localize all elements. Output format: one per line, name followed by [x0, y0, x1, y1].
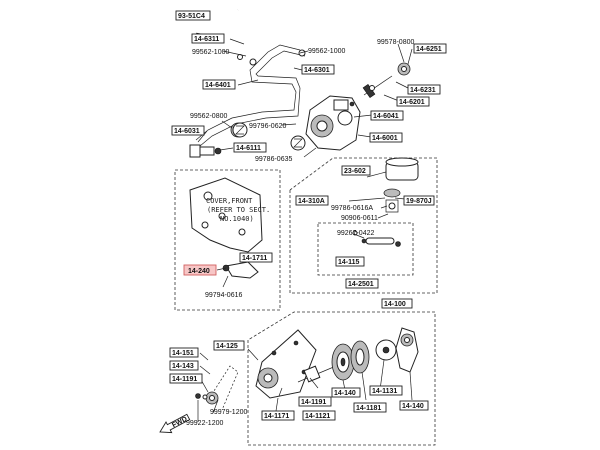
svg-text:14-6041: 14-6041	[373, 113, 399, 120]
svg-text:14-1191: 14-1191	[172, 376, 197, 383]
callout-99562-0800[interactable]: 99562-0800	[190, 113, 227, 120]
pump-housing	[305, 95, 361, 151]
callout-99562-1000-right[interactable]: 99562-1000	[308, 48, 345, 55]
svg-text:14-100: 14-100	[384, 301, 406, 308]
label-14-6311[interactable]: 14-6311	[191, 33, 225, 44]
svg-text:14-240: 14-240	[188, 268, 210, 275]
svg-text:14-6401: 14-6401	[205, 82, 231, 89]
svg-text:23-602: 23-602	[344, 168, 366, 175]
svg-text:14-1711: 14-1711	[242, 255, 267, 262]
label-14-310A[interactable]: 14-310A	[295, 195, 329, 206]
cover-note-line-3: NO.1040)	[220, 215, 254, 223]
svg-text:14-1171: 14-1171	[264, 413, 289, 420]
callout-99786-0616A[interactable]: 99786-0616A	[331, 205, 373, 212]
oil-filter-cap	[385, 157, 419, 181]
label-14-1131[interactable]: 14-1131	[369, 385, 403, 396]
pulley-hub-a	[331, 343, 355, 381]
z-clip-c	[232, 122, 248, 138]
svg-text:14-6301: 14-6301	[304, 67, 330, 74]
svg-text:14-125: 14-125	[216, 343, 238, 350]
timing-belt-pulley	[195, 365, 239, 411]
label-14-1171[interactable]: 14-1171	[261, 410, 295, 421]
oil-pump-group-outline	[289, 157, 438, 294]
svg-text:14-140: 14-140	[402, 403, 424, 410]
label-19-870J[interactable]: 19-870J	[403, 195, 435, 206]
label-14-1121[interactable]: 14-1121	[302, 410, 336, 421]
svg-text:14-6251: 14-6251	[416, 46, 442, 53]
callout-90906-0611[interactable]: 90906-0611	[341, 215, 378, 222]
callout-99979-1200[interactable]: 99979-1200	[210, 409, 247, 416]
cover-note-line-2: (REFER TO SECT.	[207, 206, 270, 214]
pulley-small	[397, 62, 411, 76]
strainer-group-outline	[317, 222, 414, 276]
svg-text:14-6311: 14-6311	[194, 36, 219, 43]
label-14-151[interactable]: 14-151	[169, 347, 199, 358]
svg-text:14-1131: 14-1131	[372, 388, 397, 395]
label-14-6031[interactable]: 14-6031	[171, 125, 205, 136]
label-14-100[interactable]: 14-100	[381, 298, 413, 309]
callout-99578-0800[interactable]: 99578-0800	[377, 39, 414, 46]
shaft-pin	[362, 75, 393, 99]
fan-clutch	[375, 339, 397, 361]
z-clip-b	[290, 135, 306, 151]
cover-note-line-1: COVER,FRONT	[206, 197, 253, 205]
label-14-6001[interactable]: 14-6001	[369, 132, 403, 143]
label-14-125[interactable]: 14-125	[213, 340, 245, 351]
label-14-140-right[interactable]: 14-140	[399, 400, 429, 411]
label-section-ref[interactable]: 93-51C4	[175, 10, 211, 21]
strainer	[352, 230, 401, 247]
svg-text:14-151: 14-151	[172, 350, 194, 357]
svg-text:14-1181: 14-1181	[356, 405, 381, 412]
cover-group-outline	[174, 169, 281, 311]
label-14-6251[interactable]: 14-6251	[413, 43, 447, 54]
label-14-6041[interactable]: 14-6041	[370, 110, 404, 121]
svg-text:14-6111: 14-6111	[236, 145, 261, 152]
svg-text:19-870J: 19-870J	[406, 198, 432, 205]
callout-99562-1000-left[interactable]: 99562-1000	[192, 49, 229, 56]
label-14-240[interactable]: 14-240	[183, 264, 217, 276]
label-14-2501[interactable]: 14-2501	[345, 278, 379, 289]
callout-99267-0422[interactable]: 99267-0422	[337, 230, 374, 237]
label-14-1181[interactable]: 14-1181	[353, 402, 387, 413]
water-pump-group-outline	[247, 311, 436, 446]
svg-text:14-1121: 14-1121	[305, 413, 330, 420]
label-14-6111[interactable]: 14-6111	[233, 142, 267, 153]
water-pump-body	[255, 329, 317, 399]
svg-text:14-115: 14-115	[338, 259, 360, 266]
label-14-140-left[interactable]: 14-140	[331, 387, 361, 398]
svg-text:14-6231: 14-6231	[410, 87, 436, 94]
svg-text:14-310A: 14-310A	[298, 198, 325, 205]
svg-text:14-2501: 14-2501	[348, 281, 374, 288]
front-cover: COVER,FRONT (REFER TO SECT. NO.1040)	[189, 177, 270, 253]
label-14-143[interactable]: 14-143	[169, 360, 199, 371]
label-23-602[interactable]: 23-602	[341, 165, 371, 176]
label-14-115[interactable]: 14-115	[335, 256, 365, 267]
label-14-6231[interactable]: 14-6231	[407, 84, 441, 95]
oil-pump-rotor	[383, 188, 401, 213]
svg-text:14-143: 14-143	[172, 363, 194, 370]
callout-99786-0635[interactable]: 99786-0635	[255, 156, 292, 163]
label-14-1191-right[interactable]: 14-1191	[298, 396, 332, 407]
svg-text:14-1191: 14-1191	[301, 399, 326, 406]
svg-text:14-6201: 14-6201	[399, 99, 425, 106]
svg-text:93-51C4: 93-51C4	[178, 13, 205, 20]
callout-99922-1200[interactable]: 99922-1200	[186, 420, 223, 427]
callout-99796-0620[interactable]: 99796-0620	[249, 123, 286, 130]
pulley-hub-b	[350, 340, 370, 374]
svg-text:14-140: 14-140	[334, 390, 356, 397]
label-14-6201[interactable]: 14-6201	[396, 96, 430, 107]
water-pump-shaft	[297, 365, 337, 383]
svg-text:14-6031: 14-6031	[174, 128, 200, 135]
label-14-1711[interactable]: 14-1711	[239, 252, 273, 263]
fan-pulley	[395, 327, 419, 373]
oil-pipe-assembly	[195, 44, 306, 147]
svg-text:14-6001: 14-6001	[372, 135, 398, 142]
callout-99794-0616[interactable]: 99794-0616	[205, 292, 242, 299]
label-14-6401[interactable]: 14-6401	[202, 79, 236, 90]
label-14-1191-left[interactable]: 14-1191	[169, 373, 203, 384]
label-14-6301[interactable]: 14-6301	[301, 64, 335, 75]
